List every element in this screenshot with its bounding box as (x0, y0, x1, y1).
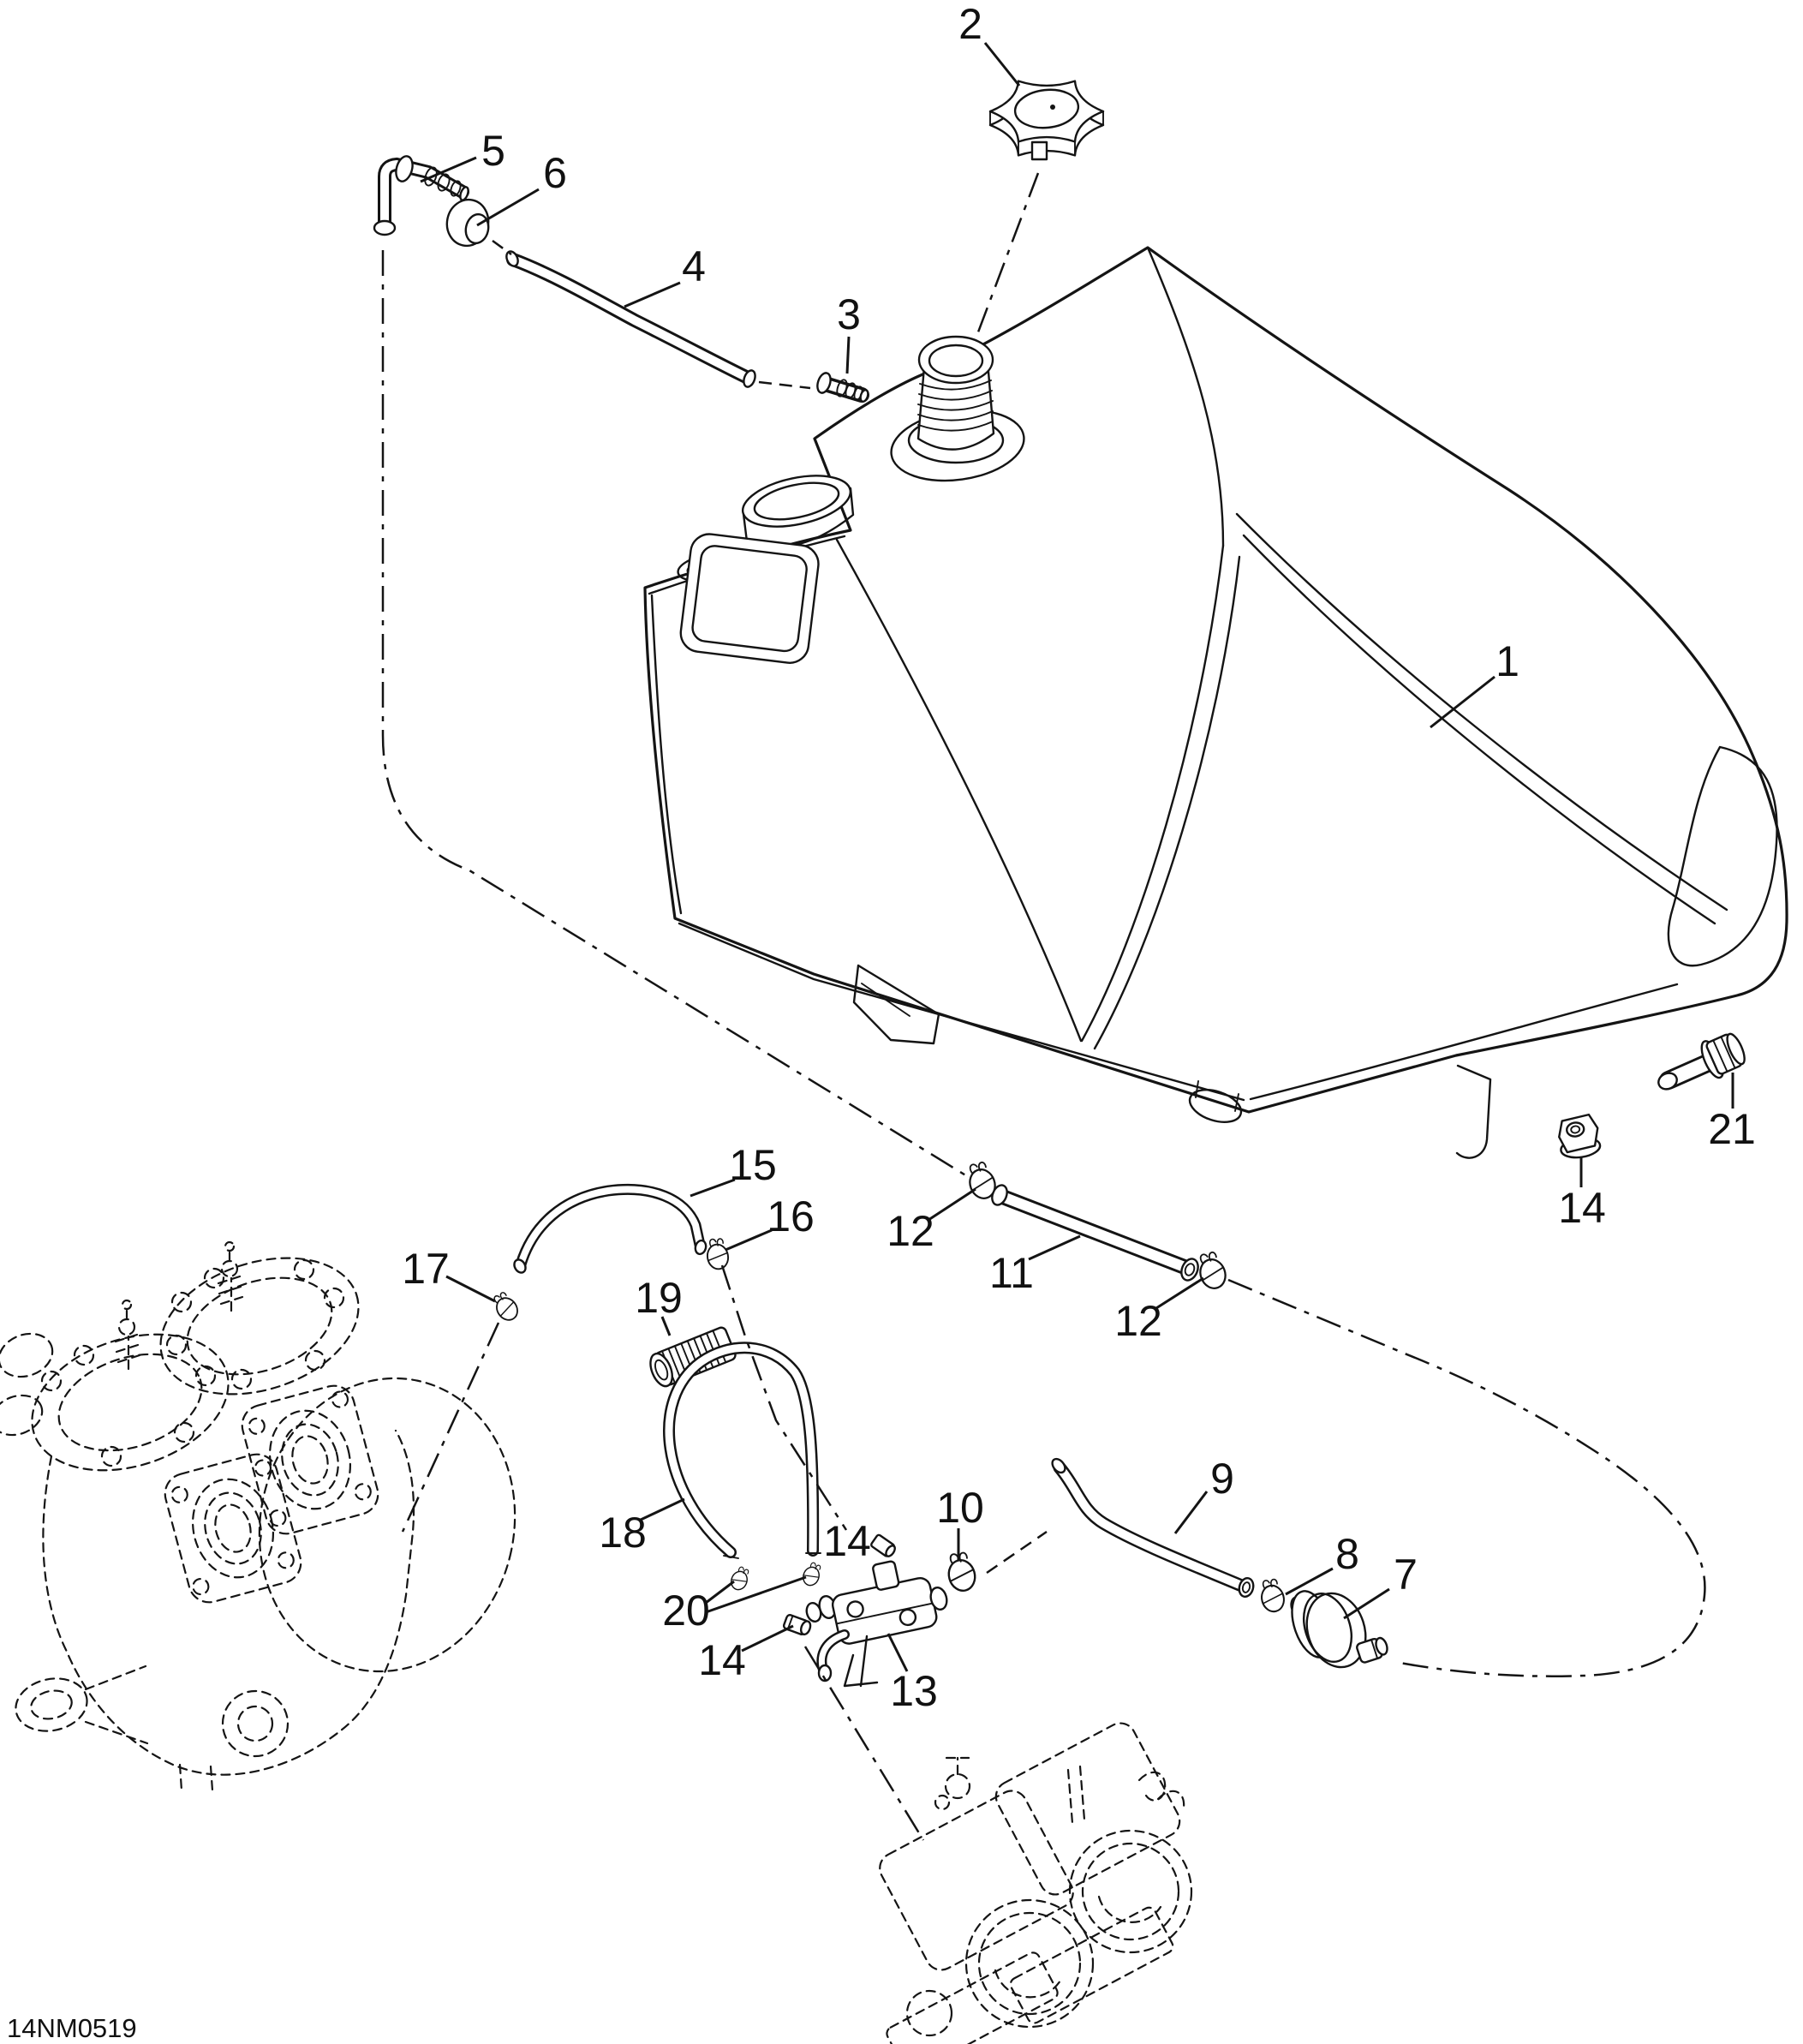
tank-secondary-opening (741, 475, 855, 548)
callout-label-12: 12 (1114, 1297, 1162, 1345)
clamp-16 (703, 1236, 731, 1272)
fuel-cap-knob (988, 80, 1105, 161)
callout-label-14: 14 (1558, 1184, 1606, 1232)
callout-label-19: 19 (635, 1274, 683, 1322)
callout-leader-11 (1028, 1234, 1081, 1261)
callout-label-15: 15 (729, 1141, 777, 1189)
callout-label-7: 7 (1394, 1551, 1418, 1599)
clamp-10 (942, 1549, 980, 1595)
callout-leader-14 (741, 1624, 794, 1653)
engine-silhouette (0, 1240, 516, 1792)
callout-leader-1 (1430, 675, 1496, 729)
fuel-tank-seat-assembly (643, 246, 1788, 1159)
callout-leader-20 (705, 1580, 735, 1605)
hose-9 (1051, 1457, 1255, 1599)
callout-label-1: 1 (1496, 637, 1519, 685)
spark-plug (114, 1299, 141, 1371)
clamp-8 (1256, 1575, 1288, 1616)
callout-label-11: 11 (989, 1249, 1034, 1297)
fitting-14-upper (870, 1533, 896, 1557)
fasteners (1558, 1032, 1746, 1159)
callout-leader-9 (1173, 1491, 1209, 1534)
clamp-17 (488, 1288, 522, 1325)
callout-leader-4 (624, 281, 681, 308)
callout-leader-15 (690, 1178, 736, 1198)
callout-leader-12 (928, 1187, 976, 1222)
fuel-tube-11 (991, 1184, 1199, 1282)
callout-leader-2 (983, 42, 1021, 87)
callout-label-17: 17 (402, 1245, 450, 1293)
hose-15 (513, 1183, 707, 1274)
callout-leader-20 (705, 1575, 807, 1614)
filler-neck (890, 335, 1025, 482)
callout-label-14: 14 (823, 1517, 871, 1565)
callout-label-20: 20 (662, 1587, 710, 1635)
callout-leader-13 (887, 1633, 909, 1672)
callout-leader-19 (660, 1316, 672, 1336)
callout-leader-16 (725, 1228, 773, 1252)
drawing-code: 14NM0519 (7, 2013, 137, 2043)
fuel-line-parts (488, 1158, 1388, 1688)
vent-hose-4 (505, 250, 756, 388)
threaded-sleeve-19 (649, 1326, 737, 1388)
vent-fitting-3 (816, 372, 869, 403)
clamp-12-right (1192, 1248, 1231, 1294)
fuel-valve-13 (805, 1560, 948, 1688)
callout-label-3: 3 (837, 290, 861, 338)
callout-label-8: 8 (1335, 1530, 1359, 1578)
fuel-filter-7 (1290, 1590, 1388, 1669)
hose-18 (663, 1342, 821, 1559)
callout-label-14: 14 (698, 1636, 746, 1684)
callout-leader-17 (445, 1275, 496, 1303)
callout-leader-18 (640, 1497, 685, 1521)
callout-label-4: 4 (682, 242, 706, 290)
callout-label-16: 16 (767, 1192, 815, 1240)
callout-leader-5 (420, 156, 477, 183)
callout-label-18: 18 (599, 1509, 647, 1557)
elbow-fitting-5 (373, 155, 469, 236)
clamp-20a (728, 1564, 752, 1593)
callout-label-6: 6 (543, 149, 567, 197)
clamp-20b (800, 1560, 824, 1588)
callout-label-2: 2 (958, 0, 982, 48)
callout-label-5: 5 (481, 127, 505, 175)
routing-lines (381, 172, 1706, 1841)
callout-label-13: 13 (890, 1667, 938, 1715)
grommet-6 (445, 198, 490, 248)
callout-label-9: 9 (1210, 1455, 1234, 1503)
fitting-14-lower (782, 1614, 812, 1636)
spark-plug (217, 1240, 244, 1312)
callout-label-21: 21 (1708, 1105, 1756, 1153)
callout-leader-12 (1155, 1276, 1204, 1310)
bolt-21 (1657, 1032, 1746, 1091)
nut-14 (1558, 1113, 1602, 1159)
carburetors-silhouette (879, 1722, 1193, 2044)
callout-leader-3 (845, 336, 851, 374)
callout-label-12: 12 (887, 1207, 934, 1255)
callout-leader-7 (1343, 1587, 1390, 1620)
callout-leader-6 (476, 188, 540, 227)
callout-leader-8 (1285, 1567, 1334, 1596)
callout-label-10: 10 (936, 1484, 984, 1532)
tank-pocket (679, 533, 820, 664)
vent-circuit-parts (373, 155, 869, 403)
